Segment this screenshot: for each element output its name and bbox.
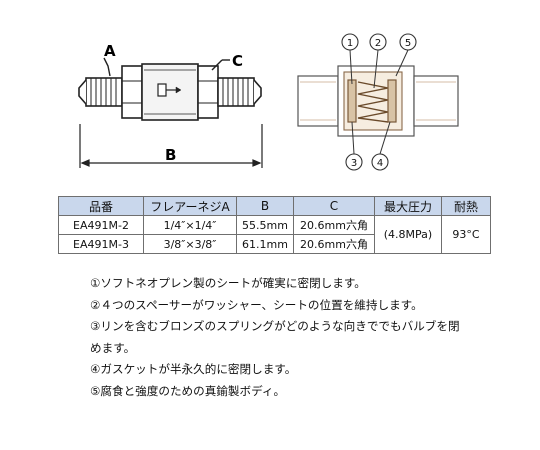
- gasket: [387, 79, 397, 123]
- cell-heat-resistance: 93°C: [441, 215, 491, 254]
- cell-part: EA491M-3: [58, 234, 144, 254]
- cell-thread: 3/8″×3/8″: [143, 234, 237, 254]
- cell-b: 61.1mm: [236, 234, 294, 254]
- callout-5: [399, 33, 417, 51]
- svg-text:5: 5: [405, 38, 411, 49]
- label-b: B: [165, 146, 176, 164]
- header-max-pressure: 最大圧力: [374, 196, 442, 216]
- cell-thread: 1/4″×1/4″: [143, 215, 237, 235]
- note-item: ④ガスケットが半永久的に密閉します。: [90, 362, 297, 377]
- note-item: ①ソフトネオプレン製のシートが確実に密閉します。: [90, 276, 366, 290]
- cell-part: EA491M-2: [58, 215, 144, 235]
- label-c: C: [232, 52, 243, 70]
- cell-b: 55.5mm: [236, 215, 294, 235]
- label-a: A: [104, 42, 116, 60]
- flow-arrow-icon: [157, 83, 182, 97]
- valve-body: [141, 63, 199, 121]
- svg-text:4: 4: [377, 158, 383, 169]
- cell-max-pressure: (4.8MPa): [374, 215, 442, 254]
- table-header-row: 品番 フレアーネジA B C 最大圧力 耐熱: [58, 196, 491, 216]
- right-hex-nut: [197, 65, 219, 119]
- callout-4: [371, 153, 389, 171]
- table-row: EA491M-3 3/8″×3/8″ 61.1mm 20.6mm六角: [58, 234, 491, 254]
- callout-3: [345, 153, 363, 171]
- callout-2: [369, 33, 387, 51]
- cell-c: 20.6mm六角: [293, 215, 375, 235]
- table-row: EA491M-2 1/4″×1/4″ 55.5mm 20.6mm六角 (4.8M…: [58, 215, 491, 254]
- left-hex-nut: [121, 65, 143, 119]
- dimension-b: [79, 124, 263, 168]
- header-b: B: [236, 196, 294, 216]
- spring: [357, 81, 389, 123]
- valve-cutaway-drawing: 1 2 5 3 4: [297, 33, 459, 171]
- spec-table: 品番 フレアーネジA B C 最大圧力 耐熱 EA491M-2 1/4″×1/4…: [58, 196, 491, 254]
- header-c: C: [293, 196, 375, 216]
- note-item: ②４つのスペーサーがワッシャー、シートの位置を維持します。: [90, 297, 423, 312]
- cutaway-right-end: [413, 75, 459, 127]
- cutaway-left-end: [297, 75, 339, 127]
- svg-text:3: 3: [351, 158, 357, 169]
- header-flare-thread: フレアーネジA: [143, 196, 237, 216]
- header-heat-resistance: 耐熱: [441, 196, 491, 216]
- valve-exterior-drawing: A C B: [78, 42, 263, 168]
- header-part-number: 品番: [58, 196, 144, 216]
- cell-c: 20.6mm六角: [293, 234, 375, 254]
- seat: [347, 79, 357, 123]
- note-item: ⑤腐食と強度のための真鍮製ボディ。: [90, 383, 286, 398]
- svg-text:2: 2: [375, 38, 381, 49]
- svg-text:1: 1: [347, 38, 353, 49]
- note-item: ③リンを含むブロンズのスプリングがどのような向きででもバルブを閉めます。: [90, 319, 460, 355]
- feature-notes: ①ソフトネオプレン製のシートが確実に密閉します。 ②４つのスペーサーがワッシャー…: [90, 273, 470, 403]
- callout-1: [341, 33, 359, 51]
